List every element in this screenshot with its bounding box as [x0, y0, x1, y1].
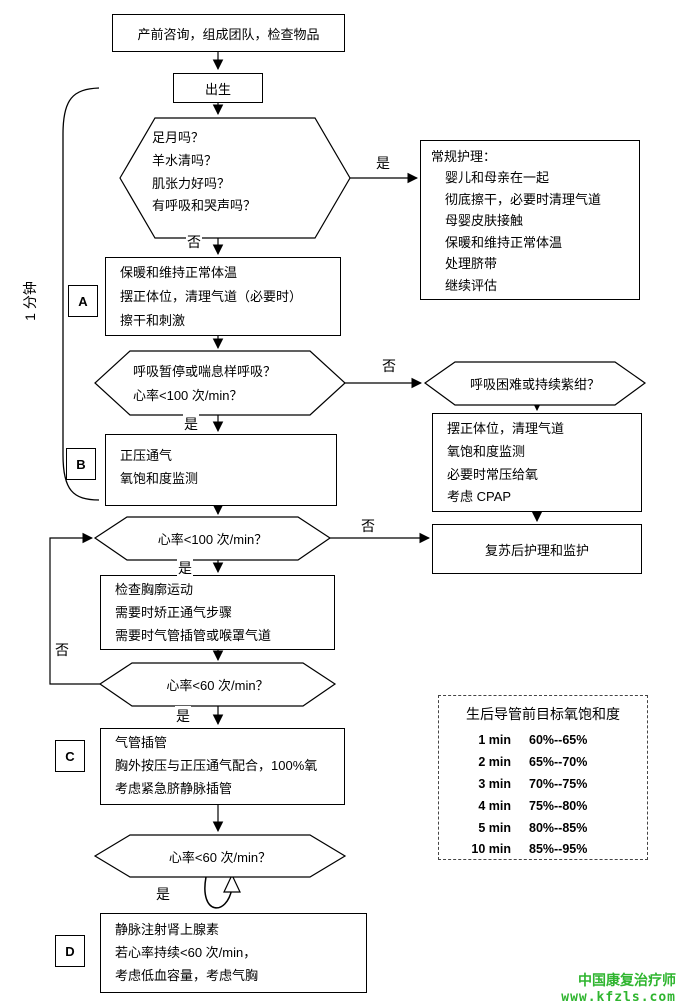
table-row: 10 min 85%--95% [439, 839, 647, 861]
decision-labored-breathing-hexagon [423, 361, 647, 406]
node-check-chest: 检查胸廓运动 需要时矫正通气步骤 需要时气管插管或喉罩气道 [100, 575, 335, 650]
node-step-a: 保暖和维持正常体温 摆正体位，清理气道（必要时） 擦干和刺激 [105, 257, 341, 336]
one-minute-label: 1 分钟 [22, 281, 38, 321]
sat-time: 10 min [471, 842, 511, 857]
watermark-site-name: 中国康复治疗师 [578, 972, 676, 989]
edge-label-apnea-yes: 是 [183, 414, 199, 434]
decision-hr100-text: 心率<100 次/min？ [157, 532, 268, 547]
table-row: 2 min 65%--70% [439, 752, 647, 774]
node-step-d: 静脉注射肾上腺素 若心率持续<60 次/min， 考虑低血容量，考虑气胸 [100, 913, 367, 993]
sat-range: 60%--65% [529, 733, 588, 747]
node-post-resus: 复苏后护理和监护 [432, 524, 642, 574]
decision-initial-assess-text: 足月吗？ 羊水清吗？ 肌张力好吗？ 有呼吸和哭声吗？ [152, 130, 257, 214]
node-birth: 出生 [173, 73, 263, 103]
decision-hr60-second-text: 心率<60 次/min？ [168, 849, 272, 865]
sat-time: 3 min [478, 776, 511, 791]
table-row: 1 min 60%--65% [439, 730, 647, 752]
routine-care-items: 婴儿和母亲在一起 彻底擦干，必要时清理气道 母婴皮肤接触 保暖和维持正常体温 处… [445, 170, 602, 293]
decision-apnea-hexagon [94, 350, 346, 416]
sat-range: 85%--95% [529, 842, 588, 857]
node-step-c: 气管插管 胸外按压与正压通气配合，100%氧 考虑紧急脐静脉插管 [100, 728, 345, 805]
sat-range: 75%--80% [529, 798, 588, 813]
decision-labored-breathing-text: 呼吸困难或持续紫绀？ [469, 377, 600, 392]
watermark-url: www.kfzls.com [561, 989, 676, 1005]
decision-initial-assess-hexagon [119, 117, 351, 239]
edge-label-hr100-yes: 是 [177, 558, 193, 578]
sat-time: 4 min [478, 798, 511, 813]
flow-arrows [49, 52, 543, 833]
table-row: 4 min 75%--80% [439, 796, 647, 818]
edge-label-hr100-no: 否 [360, 516, 376, 536]
sat-range: 80%--85% [529, 820, 588, 835]
edge-label-hr60-yes: 是 [175, 706, 191, 726]
sat-time: 5 min [478, 820, 511, 835]
edge-label-apnea-no: 否 [381, 356, 397, 376]
decision-hr60-second-hexagon [93, 834, 347, 878]
node-step-b: 正压通气 氧饱和度监测 [105, 434, 337, 506]
sat-time: 2 min [478, 754, 511, 769]
table-row: 5 min 80%--85% [439, 818, 647, 840]
edge-label-initial-yes: 是 [375, 153, 391, 173]
edge-label-initial-no: 否 [186, 232, 202, 252]
sat-range: 70%--75% [529, 776, 588, 791]
routine-care-title: 常规护理： [431, 149, 497, 164]
stage-badge-a: A [68, 285, 98, 317]
stage-badge-d: D [55, 935, 85, 967]
target-saturation-table: 生后导管前目标氧饱和度 1 min 60%--65% 2 min 65%--70… [438, 695, 648, 860]
node-prenatal: 产前咨询，组成团队，检查物品 [112, 14, 345, 52]
decision-hr60-first-hexagon [98, 662, 337, 707]
edge-label-hr60-no: 否 [54, 640, 70, 660]
decision-apnea-text: 呼吸暂停或喘息样呼吸？ 心率<100 次/min？ [133, 364, 277, 404]
edge-label-hr60b-yes: 是 [155, 884, 171, 904]
repeat-loop-arrow [204, 873, 241, 909]
table-row: 3 min 70%--75% [439, 774, 647, 796]
stage-badge-c: C [55, 740, 85, 772]
sat-range: 65%--70% [529, 754, 588, 769]
sat-time: 1 min [478, 733, 511, 747]
stage-badge-b: B [66, 448, 96, 480]
target-saturation-title: 生后导管前目标氧饱和度 [466, 706, 620, 722]
node-routine-care: 常规护理： 婴儿和母亲在一起 彻底擦干，必要时清理气道 母婴皮肤接触 保暖和维持… [420, 140, 640, 300]
watermark: 中国康复治疗师 www.kfzls.com [561, 972, 676, 1006]
decision-hr60-first-text: 心率<60 次/min？ [166, 678, 269, 693]
decision-hr100-hexagon [93, 516, 332, 561]
node-position-airway: 摆正体位，清理气道 氧饱和度监测 必要时常压给氧 考虑 CPAP [432, 413, 642, 512]
one-minute-bracket [62, 87, 100, 501]
